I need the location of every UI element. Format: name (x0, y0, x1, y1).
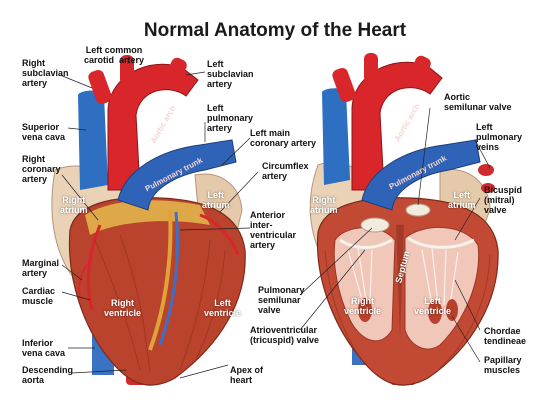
label-chordae-tendineae: Chordae tendineae (484, 326, 527, 346)
right-superior-vena-cava-shape (322, 88, 350, 185)
pulmonary-trunk-shape (117, 139, 237, 211)
label-papillary-muscles: Papillary muscles (484, 355, 522, 375)
label-left-heart-left-atrium: Left atrium (202, 190, 230, 210)
label-superior-vena-cava: Superior vena cava (22, 122, 66, 142)
right-brachiocephalic-branch (332, 67, 356, 103)
label-left-heart-right-atrium: Right atrium (60, 195, 88, 215)
label-left-heart-left-ventricle: Left ventricle (204, 298, 242, 318)
right-heart-cutaway (309, 53, 499, 386)
right-pulmonary-trunk-shape (361, 139, 481, 211)
right-coronary-vessel (86, 224, 102, 311)
label-left-common-carotid-artery: Left common carotid artery (84, 45, 145, 65)
label-left-main-coronary-artery: Left main coronary artery (250, 128, 317, 148)
right-aortic-arch-shape (351, 61, 443, 191)
label-right-heart-right-atrium: Right atrium (310, 195, 338, 215)
mitral-valve-shape (407, 236, 475, 249)
leader-lines (59, 58, 491, 379)
label-left-heart-right-ventricle: Right ventricle (104, 298, 142, 318)
label-marginal-artery: Marginal artery (22, 258, 60, 278)
label-right-heart-right-ventricle: Right ventricle (344, 296, 382, 316)
circumflex-vessel (199, 213, 240, 256)
left-pulmonary-vein-1 (478, 164, 494, 176)
page-title: Normal Anatomy of the Heart (143, 20, 407, 41)
papillary-muscle-right (358, 298, 372, 322)
cutaway-muscle-texture (324, 249, 491, 369)
brachiocephalic-branch (88, 69, 112, 105)
label-descending-aorta: Descending aorta (22, 365, 74, 385)
label-circumflex-artery: Circumflex artery (262, 161, 309, 181)
muscle-texture (94, 234, 226, 373)
label-pulmonary-semilunar-valve: Pulmonary semilunar valve (258, 285, 305, 315)
anterior-interventricular-vessel (148, 209, 173, 351)
left-pulmonary-vein-2 (481, 183, 495, 193)
label-cardiac-muscle: Cardiac muscle (22, 286, 56, 306)
label-left-pulmonary-artery: Left pulmonary artery (207, 103, 254, 133)
label-anterior-interventricular-artery: Anterior inter- ventricular artery (250, 210, 297, 250)
label-left-subclavian-artery: Left subclavian artery (207, 59, 254, 89)
label-right-heart-left-ventricle: Left ventricle (414, 296, 452, 316)
papillary-muscle-left-2 (446, 299, 458, 321)
label-apex-of-heart: Apex of heart (230, 365, 264, 385)
label-atrioventricular-tricuspid-valve: Atrioventricular (tricuspid) valve (250, 325, 320, 345)
carotid-branch (120, 55, 134, 85)
pulmonary-valve-shape (360, 217, 390, 233)
label-right-subclavian-artery: Right subclavian artery (22, 58, 69, 88)
marginal-vessel (78, 259, 93, 301)
label-right-heart-left-atrium: Left atrium (448, 190, 476, 210)
superior-vena-cava-shape (78, 90, 108, 190)
label-aortic-semilunar-valve: Aortic semilunar valve (444, 92, 512, 112)
anterior-interventricular-vein (158, 211, 179, 346)
tricuspid-valve-shape (339, 238, 393, 249)
label-inferior-vena-cava: Inferior vena cava (22, 338, 66, 358)
label-bicuspid-mitral-valve: Bicuspid (mitral) valve (484, 185, 523, 215)
right-carotid-branch (364, 53, 378, 83)
right-subclavian-branch (409, 55, 431, 83)
mitral-chordae (421, 247, 459, 306)
label-right-coronary-artery: Right coronary artery (22, 154, 61, 184)
papillary-muscle-left-1 (428, 300, 442, 324)
septum-shape (396, 225, 404, 340)
left-heart-exterior (51, 55, 246, 386)
aortic-valve-shape (405, 203, 431, 217)
coronary-fat-shape (85, 200, 210, 235)
subclavian-branch (165, 57, 187, 85)
label-left-pulmonary-veins: Left pulmonary veins (476, 122, 523, 152)
